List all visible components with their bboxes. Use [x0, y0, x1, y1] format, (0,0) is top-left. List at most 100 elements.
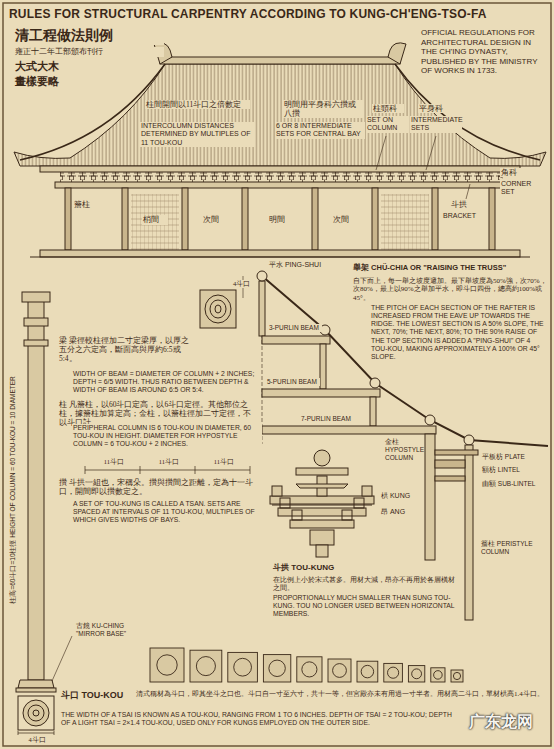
drawing-rect [465, 445, 473, 620]
drawing-path [14, 64, 546, 166]
part-name: 簷柱 PERISTYLE COLUMN [480, 540, 546, 556]
part-name: 柱頭科 [372, 104, 404, 113]
dimension: 4斗口 [24, 736, 50, 744]
drawing-rect [489, 188, 495, 250]
section-note: PROPORTIONALLY MUCH SMALLER THAN SUNG TO… [272, 594, 460, 618]
drawing-g [243, 271, 548, 620]
drawing-circle [157, 655, 177, 675]
publication-note: 雍正十二年工部頒布刊行 [14, 47, 164, 57]
drawing-circle [302, 662, 317, 677]
dimension: 11斗口 [97, 458, 131, 466]
section-note: A SET OF TOU-KUNG IS CALLED A TSAN. SETS… [72, 500, 262, 524]
drawing-ellipse [205, 295, 231, 323]
dimension: 柱高=60斗口=10柱徑 HEIGHT OF COLUMN = 60 TOU-K… [9, 375, 17, 604]
drawing-line [30, 257, 530, 258]
drawing-rect [262, 426, 436, 434]
drawing-rect [432, 188, 438, 250]
roof-note: 6 OR 8 INTERMEDIATE SETS FOR CENTRAL BAY [275, 122, 365, 139]
drawing-circle [434, 671, 443, 680]
drawing-rect [40, 166, 520, 172]
drawing-rect [200, 290, 236, 328]
drawing-rect [372, 188, 378, 250]
drawing-ellipse [215, 305, 221, 313]
drawing-path [85, 466, 250, 474]
drawing-g [270, 450, 374, 557]
drawing-rect [18, 696, 54, 730]
drawing-rect [431, 668, 445, 682]
drawing-circle [333, 664, 347, 678]
part-name: BRACKET [442, 212, 486, 220]
drawing-rect [3, 3, 551, 746]
part-name: 7-PURLIN BEAM [300, 415, 358, 423]
part-name: SET ON COLUMN [366, 116, 408, 133]
subtitle: 大式大木 [14, 60, 94, 73]
drawing-rect [228, 652, 258, 682]
drawing-rect [65, 188, 71, 250]
drawing-rect [150, 648, 184, 682]
section-note: THE PITCH OF EACH SECTION OF THE RAFTER … [370, 304, 548, 361]
drawing-circle [269, 660, 285, 676]
section-note: 在比例上小於宋式甚多。用材大減，昂亦不再用於各層橫材之間。 [272, 576, 460, 593]
roof-note: INTERCOLUMN DISTANCES DETERMINED BY MULT… [140, 122, 255, 147]
section-note: 攢 斗拱一組也，宋稱朵。攢與攢間之距離，定為十一斗口，開間即以攢數定之。 [58, 478, 258, 496]
drawing-rect [310, 530, 334, 545]
part-name: 簷柱 [73, 200, 95, 210]
english-subtitle: OFFICIAL REGULATIONS FOR ARCHITECTURAL D… [420, 28, 548, 76]
part-name: 3-PURLIN BEAM [268, 324, 322, 332]
drawing-rect [60, 172, 500, 182]
drawing-circle [33, 710, 39, 716]
drawing-g [85, 466, 250, 474]
drawing-circle [388, 667, 399, 678]
drawing-path [20, 64, 540, 160]
bay-name: 次間 [332, 215, 358, 225]
drawing-rect [28, 300, 44, 680]
roof-note: 柱間開間以11斗口之倍數定 [145, 100, 250, 109]
drawing-rect [262, 336, 330, 344]
bay-name: 梢間 [142, 215, 168, 225]
drawing-path [388, 43, 406, 64]
section-note: 梁 梁徑較柱徑加二寸定梁厚，以厚之五分之六定高，斷面高與厚約6:5或5:4。 [58, 336, 196, 363]
drawing-rect [270, 496, 374, 504]
section-note: PERIPHERAL COLUMN IS 6 TOU-KOU IN DIAMET… [72, 424, 262, 448]
bay-name: 明間 [268, 215, 294, 225]
drawing-circle [28, 705, 44, 721]
drawing-line [466, 184, 470, 199]
drawing-rect [278, 508, 366, 516]
drawing-rect [362, 486, 372, 496]
drawing-rect [24, 340, 48, 346]
drawing-rect [280, 498, 290, 508]
drawing-circle [412, 669, 422, 679]
drawing-circle [453, 672, 460, 679]
drawing-rect [342, 510, 352, 520]
drawing-path [296, 484, 348, 488]
drawing-rect [435, 450, 478, 455]
drawing-rect [297, 657, 322, 682]
drawing-rect [272, 486, 282, 496]
drawing-circle [196, 657, 215, 676]
section-note: THE WIDTH OF A TSAI IS KNOWN AS A TOU-KO… [60, 711, 460, 727]
part-name: 斗拱 [450, 200, 476, 210]
roof-note: 明間用平身科六攢或八攢 [283, 100, 363, 118]
drawing-line [376, 136, 386, 170]
drawing-circle [464, 435, 474, 445]
drawing-circle [361, 665, 373, 677]
drawing-rect [40, 250, 520, 257]
drawing-line [52, 636, 72, 681]
drawing-rect [316, 545, 328, 557]
drawing-rect [263, 655, 290, 682]
drawing-rect [296, 468, 348, 475]
drawing-rect [384, 663, 403, 682]
drawing-circle [425, 415, 435, 425]
drawing-rect [290, 520, 354, 528]
drawing-rect [160, 57, 400, 64]
dimension: 11斗口 [207, 458, 241, 466]
drawing-rect [312, 188, 318, 250]
drawing-rect [370, 397, 376, 426]
part-name: INTERMEDIATE SETS [410, 116, 462, 133]
part-name: 額枋 LINTEL [481, 466, 547, 474]
drawing-rect [357, 661, 378, 682]
part-name: 角科 [500, 168, 532, 177]
drawing-rect [182, 188, 188, 250]
drawing-rect [328, 659, 351, 682]
